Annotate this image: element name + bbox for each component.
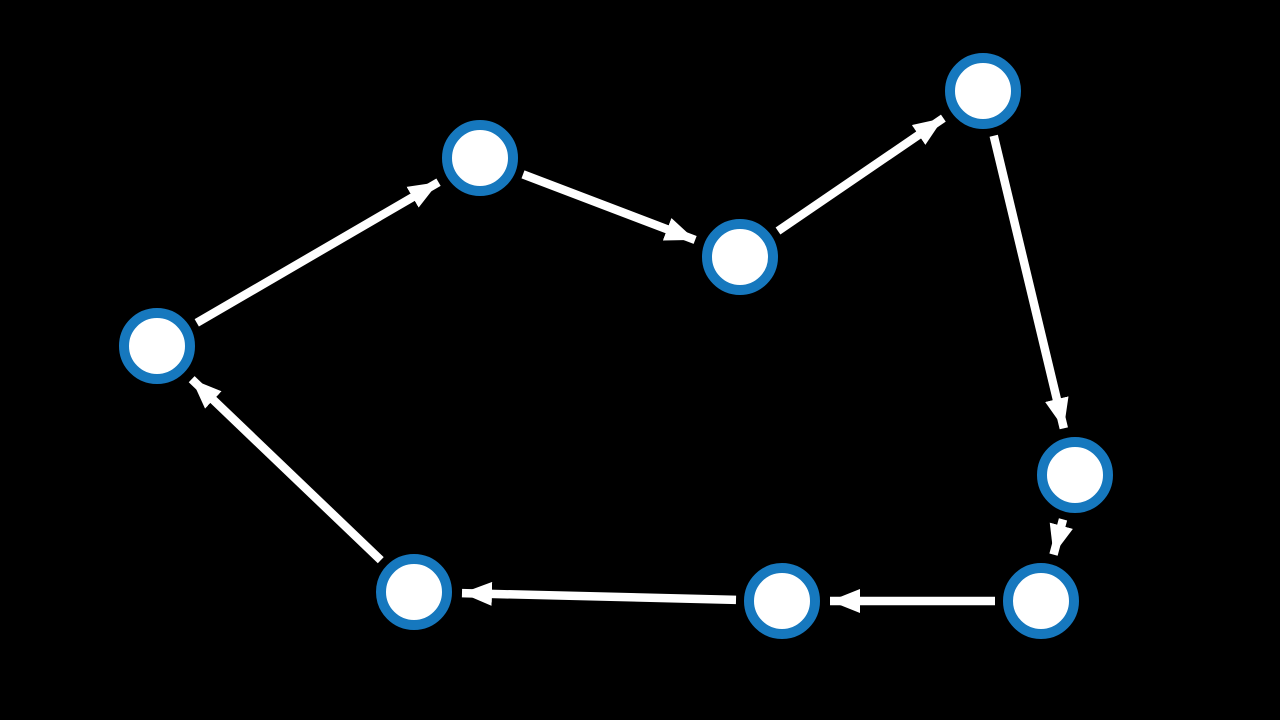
graph-node-bottom-left	[376, 554, 452, 630]
edge-arrow-top-middle-to-top-right	[775, 114, 946, 235]
graph-node-right	[1037, 437, 1113, 513]
edge-arrow-right-to-bottom-right	[1049, 518, 1073, 556]
graph-node-top-left	[442, 120, 518, 196]
graph-node-bottom-middle	[744, 563, 820, 639]
edge-arrow-top-left-to-top-middle	[521, 170, 697, 244]
edge-arrow-top-right-to-right	[989, 134, 1069, 430]
edge-arrow-bottom-left-to-left	[188, 376, 384, 564]
graph-node-top-middle	[702, 219, 778, 295]
edge-arrow-bottom-middle-to-bottom-left	[461, 581, 737, 606]
graph-node-left	[119, 308, 195, 384]
graph-node-bottom-right	[1003, 563, 1079, 639]
edge-arrow-left-to-top-left	[194, 178, 441, 327]
graph-node-top-right	[945, 53, 1021, 129]
